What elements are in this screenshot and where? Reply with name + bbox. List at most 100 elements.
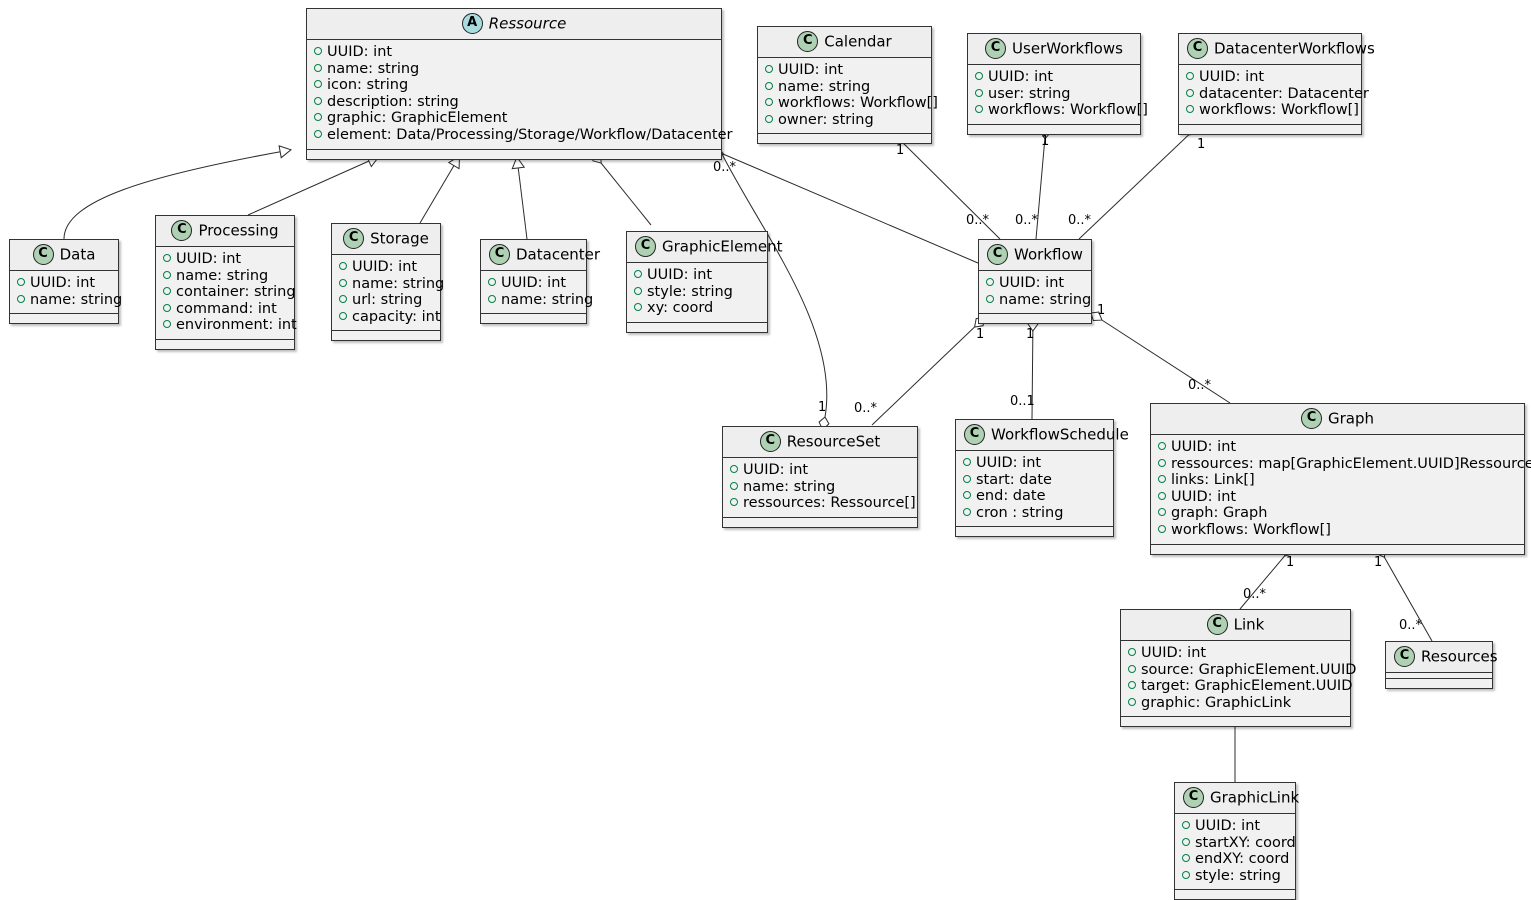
attribute-text: links: Link[] xyxy=(1171,472,1255,489)
multiplicity-label: 1 xyxy=(1041,134,1050,149)
attribute-row: name: string xyxy=(17,292,122,309)
class-icon: C xyxy=(759,431,781,452)
attribute-row: url: string xyxy=(339,292,433,309)
attribute-text: capacity: int xyxy=(352,308,441,325)
class-name-graphiclink: GraphicLink xyxy=(1210,788,1300,807)
multiplicity-label: 0..* xyxy=(854,401,878,416)
visibility-public-icon xyxy=(730,498,738,507)
attribute-row: UUID: int xyxy=(1158,489,1517,506)
visibility-public-icon xyxy=(730,481,738,490)
visibility-public-icon xyxy=(634,303,642,312)
visibility-public-icon xyxy=(1158,508,1166,517)
attribute-text: xy: coord xyxy=(647,300,714,317)
class-methods-graphicelement xyxy=(627,321,767,332)
visibility-public-icon xyxy=(975,88,983,97)
attribute-text: UUID: int xyxy=(1199,69,1265,85)
class-methods-data xyxy=(10,313,118,324)
attribute-row: xy: coord xyxy=(634,300,760,317)
visibility-public-icon xyxy=(314,96,322,105)
attribute-row: container: string xyxy=(163,284,296,301)
attribute-text: workflows: Workflow[] xyxy=(1171,521,1331,538)
attribute-row: graph: Graph xyxy=(1158,505,1517,522)
attribute-row: style: string xyxy=(1182,868,1288,885)
attribute-text: graphic: GraphicLink xyxy=(1141,694,1292,711)
attribute-text: graphic: GraphicElement xyxy=(327,110,508,127)
attribute-row: graphic: GraphicLink xyxy=(1128,695,1343,712)
attribute-row: UUID: int xyxy=(730,462,910,479)
class-name-datacenterworkflows: DatacenterWorkflows xyxy=(1214,39,1375,58)
attribute-text: startXY: coord xyxy=(1195,834,1296,851)
visibility-public-icon xyxy=(1182,837,1190,846)
edge-datacenterworkflows-to-workflow xyxy=(1078,125,1199,240)
class-name-datacenter: Datacenter xyxy=(516,245,601,264)
attribute-row: ressources: map[GraphicElement.UUID]Ress… xyxy=(1158,456,1531,473)
attribute-text: style: string xyxy=(1195,867,1281,884)
attribute-row: UUID: int xyxy=(1158,439,1517,456)
visibility-public-icon xyxy=(975,72,983,80)
visibility-public-icon xyxy=(17,294,25,303)
attribute-row: name: string xyxy=(986,292,1091,309)
class-methods-datacenterworkflows xyxy=(1179,123,1361,134)
attribute-text: workflows: Workflow[] xyxy=(778,95,938,112)
visibility-public-icon xyxy=(163,287,171,296)
class-attributes-resources xyxy=(1386,673,1492,678)
abstract-class-icon: A xyxy=(461,13,483,34)
attribute-text: ressources: map[GraphicElement.UUID]Ress… xyxy=(1171,455,1531,472)
edge-storage-to-ressource xyxy=(419,155,461,224)
attribute-text: UUID: int xyxy=(647,267,713,283)
visibility-public-icon xyxy=(634,286,642,295)
class-name-processing: Processing xyxy=(198,221,279,240)
attribute-text: name: string xyxy=(30,291,123,308)
multiplicity-label: 1 xyxy=(1286,555,1295,570)
attribute-row: command: int xyxy=(163,301,287,318)
attribute-text: UUID: int xyxy=(778,62,844,78)
visibility-public-icon xyxy=(765,114,773,123)
class-methods-ressource xyxy=(307,148,721,159)
attribute-row: UUID: int xyxy=(1128,645,1343,662)
attribute-row: workflows: Workflow[] xyxy=(765,95,938,112)
class-methods-link xyxy=(1121,716,1350,727)
attribute-row: UUID: int xyxy=(1182,818,1288,835)
attribute-row: capacity: int xyxy=(339,309,441,326)
attribute-text: description: string xyxy=(327,93,459,110)
attribute-row: source: GraphicElement.UUID xyxy=(1128,662,1356,679)
class-name-graph: Graph xyxy=(1327,409,1374,428)
attribute-text: name: string xyxy=(327,60,420,77)
multiplicity-label: 0..1 xyxy=(1010,394,1035,409)
attribute-text: name: string xyxy=(778,78,871,95)
visibility-public-icon xyxy=(1128,681,1136,690)
class-icon: C xyxy=(987,244,1009,265)
attribute-row: links: Link[] xyxy=(1158,472,1517,489)
visibility-public-icon xyxy=(339,278,347,287)
visibility-public-icon xyxy=(765,65,773,73)
